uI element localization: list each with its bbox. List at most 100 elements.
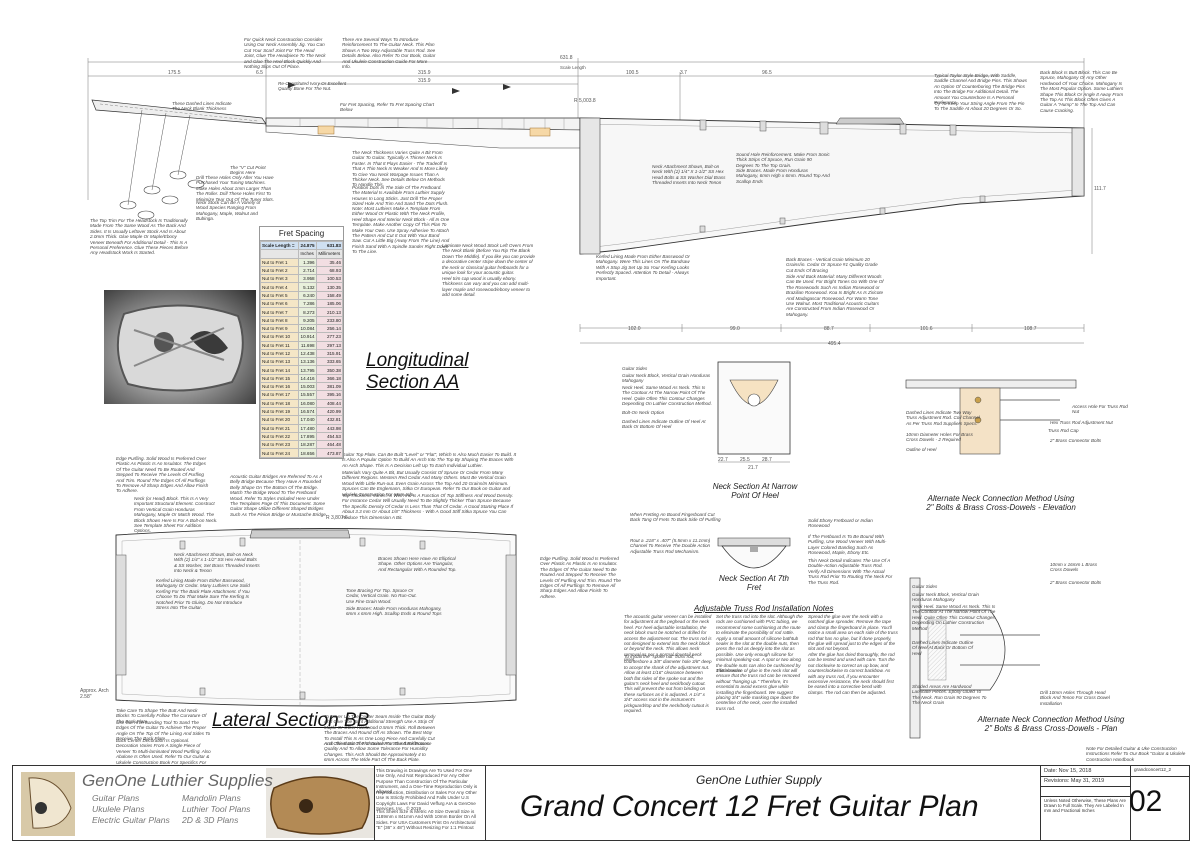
dim-total: 495.4 xyxy=(828,341,841,347)
truss-note-4: The absence of glue in the neck slot wil… xyxy=(716,668,801,711)
date-label: Date: Nov 15, 2018 xyxy=(1044,768,1092,774)
fret-label: Nut to Fret 15 xyxy=(260,373,299,384)
fret-mm: 366.18 xyxy=(315,373,344,384)
fret-inches: 3.958 xyxy=(297,274,317,284)
link-mandolin-plans[interactable]: Mandolin Plans xyxy=(182,793,241,803)
note-kerfed-lining-2: Kerfed Lining Made From Either Basswood,… xyxy=(156,578,250,611)
note-heel-cap: Heel trim cap wood is usually ebony. Thi… xyxy=(442,276,531,298)
dim-6: 6.5 xyxy=(256,70,263,76)
fret-mm: 395.16 xyxy=(315,390,344,400)
truss-note-5: Spread the glue over the neck with a not… xyxy=(808,614,898,652)
file-name: grandconcert12_2 xyxy=(1134,767,1172,772)
fret-inches: 13.136 xyxy=(297,357,317,367)
note-back-block: Back Block Is Butt Block. This Can Be Sp… xyxy=(1040,70,1124,113)
note-fretting: When Fretting An Bound Fingerboard Cut B… xyxy=(630,512,721,523)
title-block xyxy=(12,765,1190,841)
fret-label: Nut to Fret 9 xyxy=(260,323,299,334)
note-drill-holes: Drill These Holes Only After You Have Pu… xyxy=(196,175,275,202)
link-guitar-plans[interactable]: Guitar Plans xyxy=(92,793,140,803)
note-construction-book: Note For Detailed Guitar & Uke Construct… xyxy=(1086,746,1186,762)
fret-label: Nut to Fret 21 xyxy=(260,423,299,433)
brand-logo-image xyxy=(21,772,75,836)
fret-label: Nut to Fret 7 xyxy=(260,307,299,317)
legal-reproduction: Reproduction, Distribution or Sales For … xyxy=(376,790,477,811)
link-ukulele-plans[interactable]: Ukulele Plans xyxy=(92,804,145,814)
fret-label: Nut to Fret 1 xyxy=(260,257,299,267)
dim-overall: 631.8 xyxy=(560,55,573,61)
revisions-label: Revisions: May 31, 2019 xyxy=(1044,778,1105,784)
alt-plan-drawing xyxy=(909,577,1040,739)
fret-mm: 420.99 xyxy=(315,406,344,417)
note-dowel-holes: 10mm Diameter Holes For Brass Cross Dowe… xyxy=(906,432,973,443)
fret-mm: 158.49 xyxy=(315,290,344,301)
note-butt-neck-blocks: Take Care To Shape The Butt And Neck Blo… xyxy=(116,708,207,724)
fret-label: Nut to Fret 6 xyxy=(260,299,299,309)
dim-37: 3.7 xyxy=(680,70,687,76)
plan-note-dashed-heel: Dashed Lines Indicate Outline Of Heel At… xyxy=(912,640,974,656)
note-dashed-heel: Dashed Lines Indicate Outline Of Heel At… xyxy=(622,419,706,430)
note-v-cut: The "V" Cut Point Begins Here xyxy=(230,165,266,176)
dim-b102: 102.0 xyxy=(628,326,641,332)
note-reinforcement: There Are Several Ways To Introduce Rein… xyxy=(342,37,436,70)
plan-note-neck-heel: Neck Heel. Same Wood As Neck. This Is Th… xyxy=(912,604,996,631)
alt-plan-title: Alternate Neck Connection Method Using 2… xyxy=(977,715,1125,733)
note-hex-nut: Hex Truss Rod Adjustment Nut xyxy=(1050,420,1113,425)
note-neck-stock: Neck Stock Can Be A Variety of Wood Spec… xyxy=(196,200,261,222)
plan-note-neck-block: Guitar Neck Block, Vertical Grain Hondur… xyxy=(912,592,979,603)
fret-label: Nut to Fret 19 xyxy=(260,406,299,417)
plan-note-cross-dowels: 10mm x 16mm L Brass Cross Dowels xyxy=(1050,562,1098,573)
dim-n2: 25.5 xyxy=(740,457,750,463)
fret-label: Nut to Fret 14 xyxy=(260,365,299,375)
note-top-trim: The Top Trim For The Headstock Is Tradit… xyxy=(90,218,189,256)
link-luthier-tool-plans[interactable]: Luthier Tool Plans xyxy=(182,804,251,814)
note-neck-jig: For Quick Neck Construction Consider Usi… xyxy=(244,37,326,70)
fret-label: Nut to Fret 18 xyxy=(260,398,299,408)
fret-mm: 454.53 xyxy=(315,431,344,442)
dim-n4: 21.7 xyxy=(748,465,758,471)
note-position-dots: Position Dots In The Side Of The Fretboa… xyxy=(352,185,449,207)
dim-316: 315.9 xyxy=(418,78,431,84)
dim-b101: 101.6 xyxy=(920,326,933,332)
link-2d-3d-plans[interactable]: 2D & 3D Plans xyxy=(182,815,239,825)
truss-note-6: After the glue has dried thoroughly, the… xyxy=(808,652,895,695)
fret-inches: 18.287 xyxy=(297,440,317,450)
fret-inches: 13.795 xyxy=(297,365,317,375)
plan-subtitle: GenOne Luthier Supply xyxy=(696,773,822,787)
note-neck-block-vg: Guitar Neck Block, Vertical Grain Hondur… xyxy=(622,373,711,384)
fret-inches: 6.240 xyxy=(297,290,317,301)
dim-n1: 22.7 xyxy=(718,457,728,463)
dim-b88: 88.7 xyxy=(824,326,834,332)
note-back-arch: Arch The Back Of The Guitar For Sound Re… xyxy=(324,741,432,763)
note-bridge: Typical Taylor Style Bridge, With Saddle… xyxy=(934,73,1028,106)
truss-rod-notes-title: Adjustable Truss Rod Installation Notes xyxy=(694,604,834,613)
link-electric-guitar-plans[interactable]: Electric Guitar Plans xyxy=(92,815,170,825)
fret-label: Nut to Fret 2 xyxy=(260,265,299,276)
fret-inches: 12.438 xyxy=(297,348,317,359)
fret-inches: 17.480 xyxy=(297,423,317,433)
fret-label: Nut to Fret 13 xyxy=(260,357,299,367)
fret-inches: 16.574 xyxy=(297,406,317,417)
note-back-braces: Back Braces - Vertical Grain Minimum 20 … xyxy=(786,257,878,273)
fret-label: Nut to Fret 22 xyxy=(260,431,299,442)
note-edge-purfling-1: Edge Purfling. Solid Wood Is Preferred O… xyxy=(116,456,209,494)
note-string-angle: Try To Keep Your String Angle From The P… xyxy=(934,101,1025,112)
fret-label: Nut to Fret 10 xyxy=(260,332,299,342)
note-neck-attachment-2: Neck Attachment Shown, Bolt-on Neck With… xyxy=(174,552,260,574)
note-side-braces-2: Side Braces: Made From Honduras Mahogany… xyxy=(346,606,442,617)
fret-label: Nut to Fret 17 xyxy=(260,390,299,400)
plan-note-shaded-areas: Shaded Areas Are Hardwood Laminate Piece… xyxy=(912,684,987,706)
note-outline-heel: Outline of Heel xyxy=(906,447,937,452)
neck-section-7th-drawing xyxy=(717,537,791,569)
